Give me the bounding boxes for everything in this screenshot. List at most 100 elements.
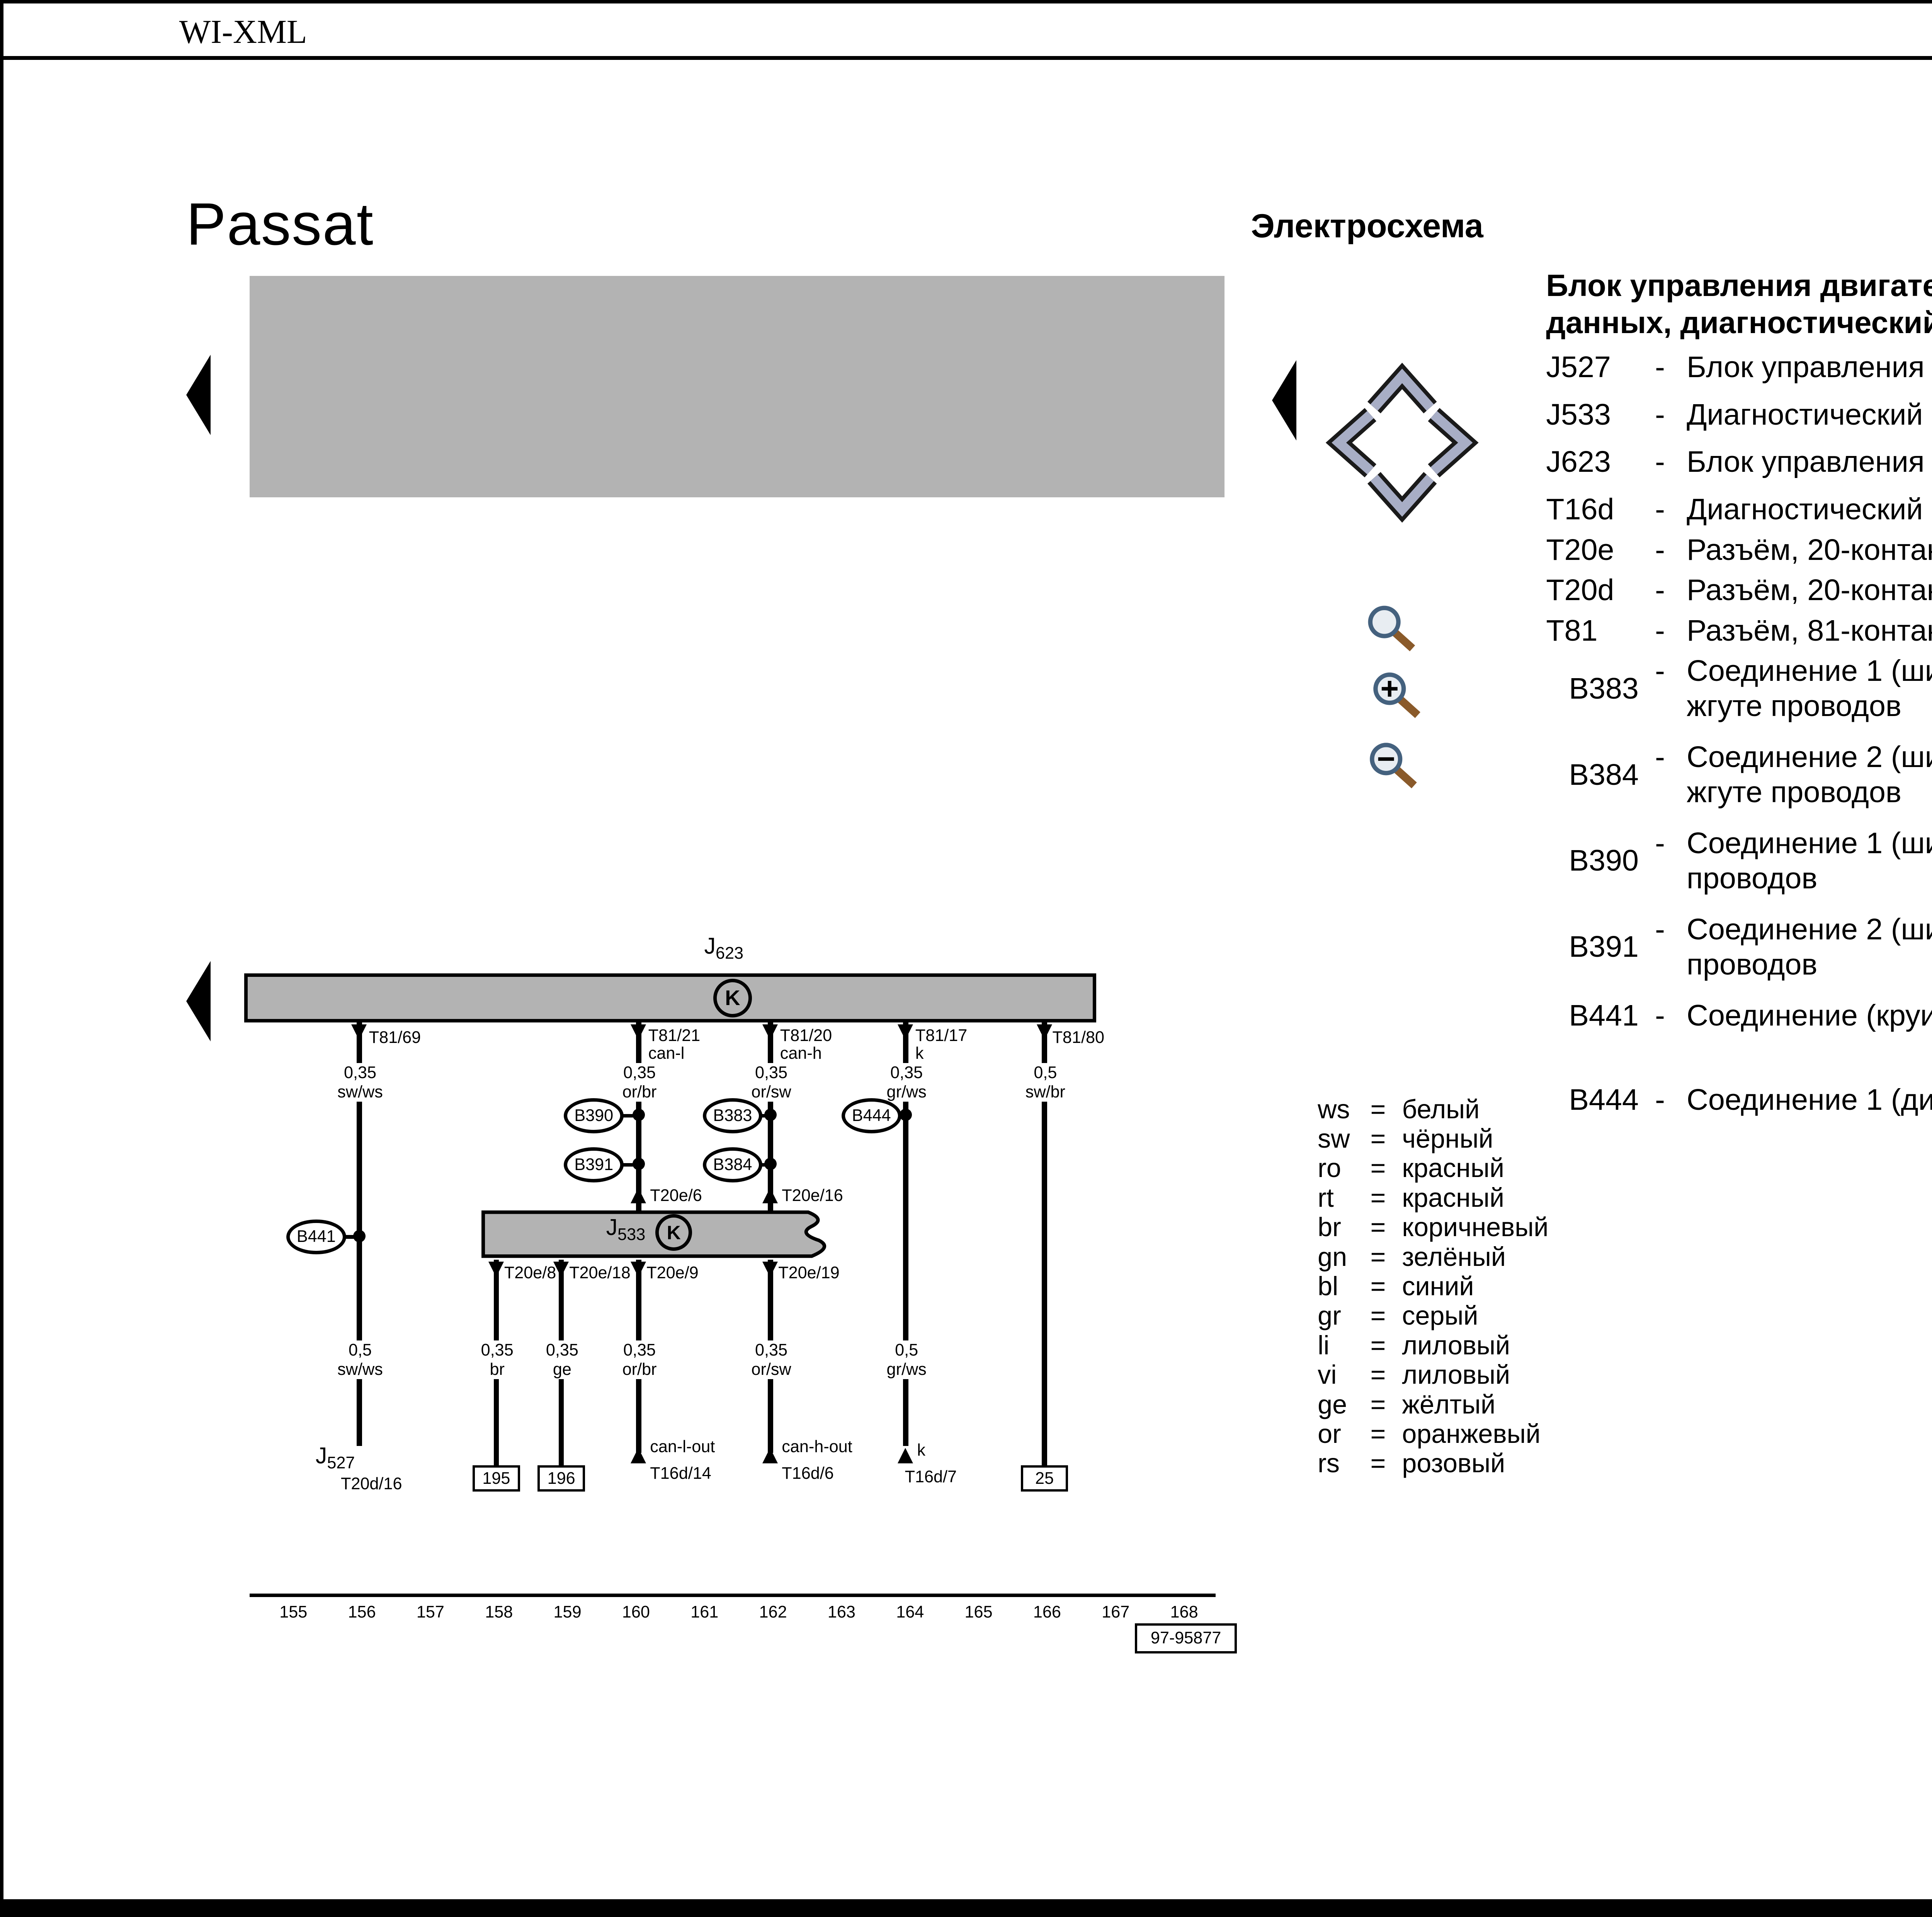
junction-dot: [899, 1109, 912, 1121]
color-code-row: rt = красный: [1318, 1183, 1548, 1213]
legend-item: B384 - Соединение 2 (шина CAN-привод, пр…: [1546, 740, 1932, 810]
wire-color-label: sw/ws: [334, 1360, 386, 1379]
track-number: 155: [279, 1602, 308, 1621]
legend-item: B391 - Соединение 2 (шина CAN-привод, пр…: [1546, 912, 1932, 982]
dash: -: [1655, 533, 1665, 566]
pan-down-icon[interactable]: [1367, 472, 1437, 523]
track-number: 167: [1102, 1602, 1130, 1621]
terminal-box-25: 25: [1020, 1465, 1068, 1492]
wiring-diagram: J623 K T81/69 T81/21 can-l T81/20 can-h …: [179, 931, 1269, 1687]
zoom-out-icon[interactable]: [1370, 743, 1417, 788]
zoom-icon[interactable]: [1368, 606, 1415, 651]
junction-dot: [632, 1109, 645, 1121]
color-code-row: bl=синий: [1318, 1272, 1548, 1301]
dash: -: [1655, 573, 1665, 607]
component-ref-j623: J623: [704, 933, 744, 963]
color-code-row: gr=серый: [1318, 1301, 1548, 1330]
arrow-down-icon: [762, 1261, 778, 1277]
track-number: 158: [485, 1602, 513, 1621]
wire-gauge-label: 0,35: [619, 1063, 660, 1082]
dash: -: [1655, 826, 1665, 860]
color-name: лиловый: [1402, 1360, 1510, 1390]
component-ref-j527: J527: [315, 1442, 355, 1472]
arrow-down-icon: [631, 1261, 646, 1277]
signal-label: k: [915, 1044, 924, 1063]
header-divider: [3, 56, 1932, 60]
color-abbr: bl: [1318, 1272, 1338, 1301]
color-code-row: or=оранжевый: [1318, 1419, 1548, 1449]
component-desc: Соединение 1 (диагностика) в главном жгу…: [1687, 1083, 1932, 1116]
track-number: 160: [622, 1602, 650, 1621]
equals-sign: =: [1370, 1330, 1386, 1360]
pin-label: T20e/8: [504, 1264, 556, 1283]
equals-sign: =: [1370, 1213, 1386, 1242]
legend-item: B383 - Соединение 1 (шина CAN-привод, пр…: [1546, 653, 1932, 724]
terminal-box-196: 196: [537, 1465, 585, 1492]
dash: -: [1655, 350, 1665, 384]
legend-item: B444 - Соединение 1 (диагностика) в глав…: [1546, 1082, 1932, 1118]
equals-sign: =: [1370, 1094, 1386, 1124]
track-number: 165: [964, 1602, 993, 1621]
legend-item: B441 - Соединение (круиз-контроль) в гла…: [1546, 998, 1932, 1033]
wire-gauge-label: 0,35: [751, 1340, 791, 1360]
wire-color-label: br: [486, 1360, 508, 1379]
dash: -: [1655, 493, 1665, 526]
arrow-up-icon: [762, 1448, 778, 1463]
legend-item: T20e - Разъём, 20-контактный: [1546, 532, 1932, 568]
color-abbr: gn: [1318, 1242, 1347, 1272]
dash: -: [1655, 998, 1665, 1032]
diagram-thumbnail: [249, 276, 1225, 497]
color-abbr: gr: [1318, 1301, 1341, 1331]
component-desc: Соединение 1 (шина CAN-привод, провод Hi…: [1687, 654, 1932, 723]
component-desc: Блок управления двигателя: [1687, 445, 1932, 479]
dash: -: [1655, 445, 1665, 479]
component-code: B384: [1569, 758, 1639, 791]
color-abbr: ge: [1318, 1390, 1347, 1419]
component-code: J623: [1546, 445, 1611, 479]
k-symbol-icon: K: [655, 1214, 692, 1251]
zoom-in-icon[interactable]: [1373, 672, 1421, 718]
color-name: красный: [1402, 1153, 1504, 1183]
color-abbr: sw: [1318, 1124, 1350, 1154]
arrow-down-icon: [488, 1261, 504, 1277]
wire-color-legend: ws=белый sw=чёрный ro=красный rt=красный…: [1318, 1095, 1548, 1478]
track-number: 161: [690, 1602, 719, 1621]
equals-sign: =: [1370, 1242, 1386, 1272]
pan-left-icon[interactable]: [1325, 408, 1376, 478]
color-abbr: rt: [1318, 1183, 1334, 1213]
color-code-row: br=коричневый: [1318, 1213, 1548, 1242]
wire-gauge-label: 0,35: [619, 1340, 660, 1360]
component-code: B444: [1569, 1083, 1639, 1116]
color-abbr: li: [1318, 1330, 1330, 1360]
app-title: WI-XML: [179, 13, 307, 50]
dash: -: [1655, 912, 1665, 946]
color-abbr: ro: [1318, 1153, 1341, 1183]
color-code-row: ge=жёлтый: [1318, 1390, 1548, 1419]
component-code: J533: [1546, 398, 1611, 431]
legend-item: B390 - Соединение 1 (шина CAN-привод, пр…: [1546, 826, 1932, 896]
wire-color-label: or/sw: [748, 1082, 795, 1102]
legend-item: T81 - Разъём, 81-контактный: [1546, 613, 1932, 648]
color-name: розовый: [1402, 1449, 1505, 1478]
j623-bus-bar: [244, 973, 1097, 1023]
pan-right-icon[interactable]: [1428, 408, 1479, 478]
component-desc: Соединение 2 (шина CAN-привод, провод Hi…: [1687, 740, 1932, 809]
equals-sign: =: [1370, 1360, 1386, 1390]
arrow-down-icon: [1036, 1024, 1052, 1040]
track-number: 162: [759, 1602, 787, 1621]
signal-label: can-h: [780, 1044, 822, 1063]
color-code-row: gn=зелёный: [1318, 1242, 1548, 1272]
wire-color-label: sw/br: [1022, 1082, 1069, 1102]
pan-up-icon[interactable]: [1367, 362, 1437, 413]
color-name: красный: [1402, 1183, 1504, 1213]
component-code: B441: [1569, 998, 1639, 1032]
equals-sign: =: [1370, 1183, 1386, 1213]
wire-color-label: gr/ws: [883, 1360, 930, 1379]
pin-label: T20e/9: [646, 1264, 699, 1283]
arrow-down-icon: [898, 1024, 913, 1040]
equals-sign: =: [1370, 1272, 1386, 1301]
wire-gauge-label: 0,35: [477, 1340, 517, 1360]
arrow-down-icon: [351, 1024, 367, 1040]
doc-type-title: Электросхема: [1251, 208, 1483, 245]
